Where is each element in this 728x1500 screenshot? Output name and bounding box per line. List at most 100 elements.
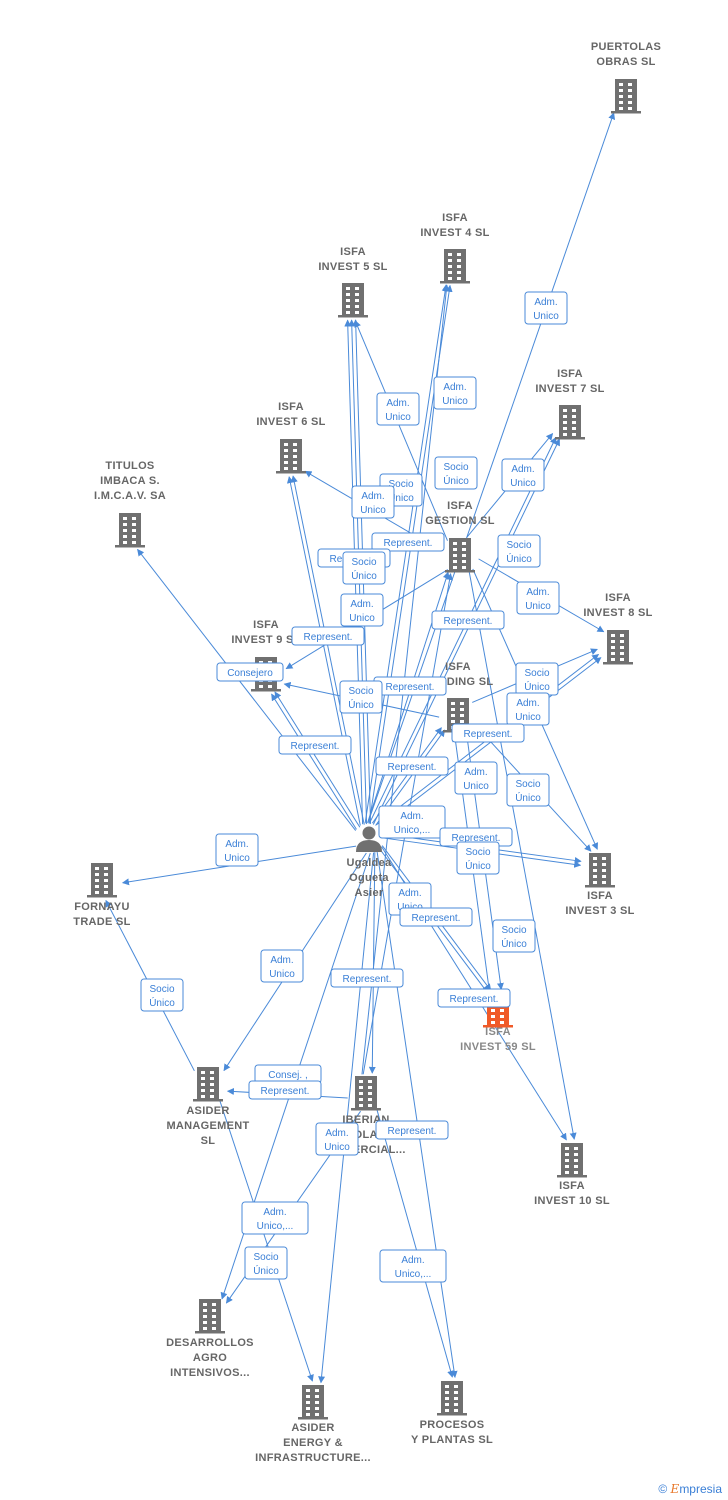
building-icon	[555, 405, 585, 440]
edge-label[interactable]: Adm.Unico	[433, 376, 477, 410]
node-label-line: INVEST 8 SL	[583, 607, 652, 619]
edge-label[interactable]: Represent.	[371, 532, 445, 552]
edge-label[interactable]: Represent.	[291, 626, 365, 646]
edge-label-text: Adm.	[263, 1207, 286, 1218]
edge-label-text: Represent.	[444, 616, 493, 627]
edge-label-text: Único	[149, 996, 175, 1009]
edge-label-box	[351, 485, 395, 519]
edge-label-box	[244, 1246, 288, 1280]
edge-label[interactable]: Adm.Unico	[376, 392, 420, 426]
edge-label[interactable]: Adm.Unico	[260, 949, 304, 983]
node-label-line: I.M.C.A.V. SA	[94, 490, 166, 502]
edge-label[interactable]: Adm.Unico,...	[379, 1249, 447, 1283]
edge-label[interactable]: Adm. Unico	[506, 692, 550, 726]
node-label-line: Ugaldea	[347, 857, 392, 869]
edge-person-isfa6	[286, 476, 361, 826]
edge-label-text: Adm.	[401, 1255, 424, 1266]
node-label-line: INVEST 7 SL	[535, 383, 604, 395]
edge-label-box	[339, 680, 383, 714]
edge-label-text: Adm.	[516, 698, 539, 709]
edge-label-text: Adm.	[350, 599, 373, 610]
edge-label-text: Único	[501, 937, 527, 950]
edge-label[interactable]: Represent.	[399, 907, 473, 927]
edge-label-box	[501, 458, 545, 492]
edge-label[interactable]: Adm.Unico	[351, 485, 395, 519]
node-label-line: ISFA	[605, 592, 631, 604]
building-icon	[603, 630, 633, 665]
edge-label-box	[506, 692, 550, 726]
building-icon	[276, 439, 306, 474]
edge-label-text: Único	[465, 859, 491, 872]
edge-label-text: Represent.	[450, 994, 499, 1005]
edge-label[interactable]: Adm.Unico	[524, 291, 568, 325]
edge-label-box	[248, 1080, 322, 1100]
edge-label-box	[375, 1120, 449, 1140]
edge-label[interactable]: Adm.Unico	[454, 761, 498, 795]
node-label-line: INFRASTRUCTURE...	[255, 1452, 371, 1464]
edge-label[interactable]: Adm.Unico	[215, 833, 259, 867]
copyright-mark: ©	[658, 1482, 668, 1496]
edge-label[interactable]: Adm.Unico	[315, 1122, 359, 1156]
edge-label[interactable]: Adm.Unico,...	[378, 805, 446, 839]
edge-label[interactable]: Represent.	[248, 1080, 322, 1100]
edge-label-text: Socio	[501, 925, 526, 936]
edge-label[interactable]: Consejero	[216, 662, 284, 682]
node-desarrollos[interactable]: DESARROLLOSAGROINTENSIVOS...	[166, 1299, 254, 1379]
node-label-line: AGRO	[193, 1352, 227, 1364]
edge-label-box	[516, 581, 560, 615]
edge-label[interactable]: Adm.Unico	[516, 581, 560, 615]
edge-label[interactable]: Represent.	[451, 723, 525, 743]
edge-label[interactable]: Represent.	[373, 676, 447, 696]
edge-label[interactable]: Represent.	[278, 735, 352, 755]
edge-person-isfa6	[290, 475, 365, 825]
node-isfa8[interactable]: ISFA INVEST 8 SL	[583, 592, 652, 665]
node-label-line: ASIDER	[186, 1105, 229, 1117]
edge-label[interactable]: Represent.	[431, 610, 505, 630]
edge-label[interactable]: Represent.	[375, 756, 449, 776]
brand-initial: E	[670, 1482, 680, 1496]
edge-label-text: Socio	[515, 779, 540, 790]
edge-label-box	[216, 662, 284, 682]
building-icon	[351, 1076, 381, 1111]
edge-label-text: Represent.	[388, 1126, 437, 1137]
edge-label-text: Represent.	[291, 741, 340, 752]
edge-label[interactable]: Represent.	[330, 968, 404, 988]
edge-label-text: Unico	[385, 412, 411, 423]
edge-label[interactable]: Represent.	[375, 1120, 449, 1140]
node-label-line: FORNAYU	[74, 901, 129, 913]
edge-label[interactable]: Consej. ,	[254, 1064, 322, 1084]
edge-label[interactable]: Adm.Unico	[340, 593, 384, 627]
edge-label-text: Represent.	[343, 974, 392, 985]
edge-label[interactable]: Adm.Unico	[501, 458, 545, 492]
edge-person-isfa9	[274, 691, 361, 828]
edge-label[interactable]: Adm.Unico,...	[241, 1201, 309, 1235]
edge-label[interactable]: Represent.	[437, 988, 511, 1008]
edge-label-text: Unico	[515, 712, 541, 723]
node-label-line: GESTION SL	[425, 515, 495, 527]
edge-label-text: Socio	[524, 668, 549, 679]
